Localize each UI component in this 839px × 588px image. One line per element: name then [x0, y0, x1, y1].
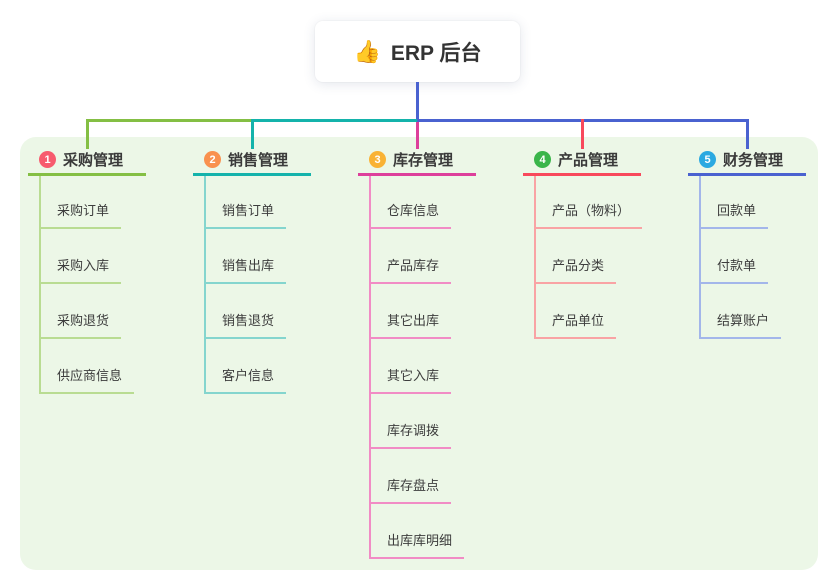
- child-node[interactable]: 产品库存: [369, 257, 452, 284]
- child-node[interactable]: 仓库信息: [369, 202, 452, 229]
- child-node[interactable]: 其它出库: [369, 312, 452, 339]
- branch-drop-connector: [416, 122, 419, 149]
- child-node[interactable]: 产品（物料）: [534, 202, 643, 229]
- child-node[interactable]: 供应商信息: [39, 367, 135, 394]
- root-stem-connector: [416, 82, 419, 121]
- branch-node-2[interactable]: 2 销售管理: [193, 146, 311, 176]
- branch-number-badge: 5: [699, 151, 716, 168]
- branches-panel: [20, 137, 818, 570]
- child-node[interactable]: 采购入库: [39, 257, 122, 284]
- bus-segment-branch2: [252, 119, 417, 122]
- branch-node-3[interactable]: 3 库存管理: [358, 146, 476, 176]
- branch-node-4[interactable]: 4 产品管理: [523, 146, 641, 176]
- bus-segment-branch1: [86, 119, 253, 122]
- branch-number-badge: 1: [39, 151, 56, 168]
- child-node[interactable]: 付款单: [699, 257, 769, 284]
- child-node[interactable]: 库存盘点: [369, 477, 452, 504]
- root-node[interactable]: 👍 ERP 后台: [315, 21, 520, 82]
- child-node[interactable]: 结算账户: [699, 312, 782, 339]
- child-node[interactable]: 采购订单: [39, 202, 122, 229]
- branch-node-1[interactable]: 1 采购管理: [28, 146, 146, 176]
- branch-node-label: 库存管理: [393, 152, 454, 169]
- child-spine-connector: [699, 176, 701, 339]
- child-node[interactable]: 客户信息: [204, 367, 287, 394]
- child-node[interactable]: 产品分类: [534, 257, 617, 284]
- branch-drop-connector: [251, 119, 254, 149]
- root-node-label: ERP 后台: [390, 41, 482, 65]
- branch-node-label: 产品管理: [558, 152, 619, 169]
- child-node[interactable]: 销售订单: [204, 202, 287, 229]
- branch-node-label: 销售管理: [228, 152, 289, 169]
- branch-node-label: 财务管理: [723, 152, 784, 169]
- child-spine-connector: [534, 176, 536, 339]
- child-node[interactable]: 销售出库: [204, 257, 287, 284]
- branch-drop-connector: [86, 119, 89, 149]
- child-node[interactable]: 库存调拨: [369, 422, 452, 449]
- child-node[interactable]: 采购退货: [39, 312, 122, 339]
- child-node[interactable]: 回款单: [699, 202, 769, 229]
- branch-drop-connector: [746, 119, 749, 149]
- branch-number-badge: 4: [534, 151, 551, 168]
- child-node[interactable]: 出库库明细: [369, 532, 465, 559]
- branch-node-label: 采购管理: [63, 152, 124, 169]
- child-node[interactable]: 其它入库: [369, 367, 452, 394]
- branch-node-5[interactable]: 5 财务管理: [688, 146, 806, 176]
- child-node[interactable]: 产品单位: [534, 312, 617, 339]
- child-node[interactable]: 销售退货: [204, 312, 287, 339]
- child-spine-connector: [204, 176, 206, 394]
- branch-number-badge: 3: [369, 151, 386, 168]
- branch-number-badge: 2: [204, 151, 221, 168]
- thumbs-up-icon: 👍: [353, 38, 381, 64]
- child-spine-connector: [369, 176, 371, 559]
- branch-drop-connector: [581, 119, 584, 149]
- child-spine-connector: [39, 176, 41, 394]
